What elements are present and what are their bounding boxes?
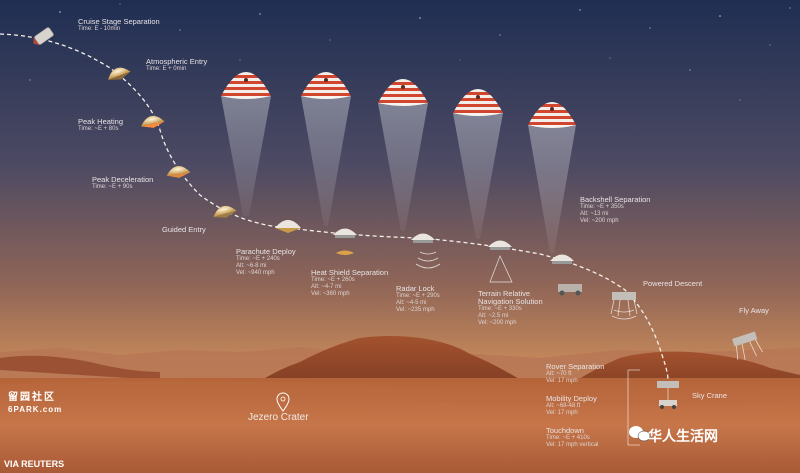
touchdown-bracket [627, 369, 640, 446]
stage-detail: Alt: ~70 ft [546, 371, 572, 377]
label-touchdown: Touchdown Time: ~E + 410s Vel: 17 mph ve… [546, 427, 598, 449]
aeroshell-icons [108, 67, 763, 409]
stage-title: Mobility Deploy [546, 394, 597, 403]
stage-detail: Vel: ~200 mph [478, 320, 517, 326]
label-guided-entry: Guided Entry [162, 226, 206, 234]
stage-detail: Time: ~E + 350s [580, 204, 624, 210]
stage-detail: Vel: ~235 mph [396, 307, 435, 313]
stage-detail: Time: E + 0min [146, 66, 187, 72]
radar-signal-icon [415, 251, 441, 269]
label-terrain-relative-navigation: Terrain Relative Navigation Solution Tim… [478, 290, 558, 327]
stage-detail: Vel: 17 mph [546, 410, 578, 416]
crater-label: Jezero Crater [248, 412, 309, 423]
stage-detail: Time: ~E + 240s [236, 256, 280, 262]
stage-title: Peak Heating [78, 117, 124, 126]
label-heat-shield-separation: Heat Shield Separation Time: ~E + 260s A… [311, 269, 388, 298]
watermark-right: 华人生活网 [648, 428, 718, 444]
stage-detail: Time: ~E + 330s [478, 306, 522, 312]
stage-title: Terrain Relative Navigation Solution [478, 289, 543, 306]
camera-view-cone-icon [489, 255, 513, 283]
stage-detail: Time: ~E + 290s [396, 293, 440, 299]
stage-detail: Alt: ~2.5 mi [478, 313, 509, 319]
stage-detail: Vel: ~940 mph [236, 270, 275, 276]
stage-detail: Time: ~E + 80s [78, 126, 119, 132]
stage-detail: Vel: 17 mph [546, 378, 578, 384]
label-peak-heating: Peak Heating Time: ~E + 80s [78, 118, 123, 133]
location-pin-icon [276, 392, 290, 412]
stage-title: Peak Deceleration [92, 175, 154, 184]
stage-detail: Alt: ~4-7 mi [311, 284, 342, 290]
label-parachute-deploy: Parachute Deploy Time: ~E + 240s Alt: ~6… [236, 248, 296, 277]
watermark-line1: 留园社区 [8, 392, 56, 403]
stage-detail: Time: ~E + 90s [92, 184, 133, 190]
label-backshell-separation: Backshell Separation Time: ~E + 350s Alt… [580, 196, 650, 225]
stage-title: Backshell Separation [580, 195, 651, 204]
label-cruise-stage-separation: Cruise Stage Separation Time: E - 10min [78, 18, 160, 33]
label-peak-deceleration: Peak Deceleration Time: ~E + 90s [92, 176, 153, 191]
stage-title: Parachute Deploy [236, 247, 296, 256]
stage-title: Atmospheric Entry [146, 57, 208, 66]
label-radar-lock: Radar Lock Time: ~E + 290s Alt: ~4-5 mi … [396, 285, 440, 314]
stage-detail: Alt: ~6-8 mi [236, 263, 267, 269]
stage-detail: Vel: 17 mph vertical [546, 442, 599, 448]
stage-detail: Alt: ~13 mi [580, 211, 609, 217]
label-rover-separation: Rover Separation Alt: ~70 ft Vel: 17 mph [546, 363, 604, 385]
image-credit: VIA REUTERS [4, 459, 65, 469]
label-fly-away: Fly Away [739, 307, 769, 315]
stage-detail: Vel: ~360 mph [311, 291, 350, 297]
stage-title: Touchdown [546, 426, 584, 435]
parachute-icons [221, 72, 576, 253]
chat-logo-icon [629, 426, 651, 442]
stage-detail: Alt: ~68-48 ft [546, 403, 581, 409]
watermark-line2: 6PARK.com [8, 405, 63, 414]
label-sky-crane: Sky Crane [692, 392, 727, 400]
cruise-stage-icon [33, 27, 54, 46]
stage-title: Sky Crane [692, 391, 728, 400]
label-mobility-deploy: Mobility Deploy Alt: ~68-48 ft Vel: 17 m… [546, 395, 597, 417]
stage-title: Powered Descent [643, 279, 703, 288]
stage-title: Fly Away [739, 306, 769, 315]
watermark-left: 留园社区 6PARK.com [8, 392, 62, 416]
stage-detail: Time: ~E + 410s [546, 435, 590, 441]
stage-title: Heat Shield Separation [311, 268, 389, 277]
stage-title: Radar Lock [396, 284, 435, 293]
stage-title: Guided Entry [162, 225, 206, 234]
stage-detail: Vel: ~200 mph [580, 218, 619, 224]
label-atmospheric-entry: Atmospheric Entry Time: E + 0min [146, 58, 207, 73]
stage-detail: Alt: ~4-5 mi [396, 300, 427, 306]
stage-title: Cruise Stage Separation [78, 17, 160, 26]
label-powered-descent: Powered Descent [643, 280, 702, 288]
stage-title: Rover Separation [546, 362, 605, 371]
stage-detail: Time: ~E + 260s [311, 277, 355, 283]
stars [29, 3, 791, 101]
stage-detail: Time: E - 10min [78, 26, 121, 32]
